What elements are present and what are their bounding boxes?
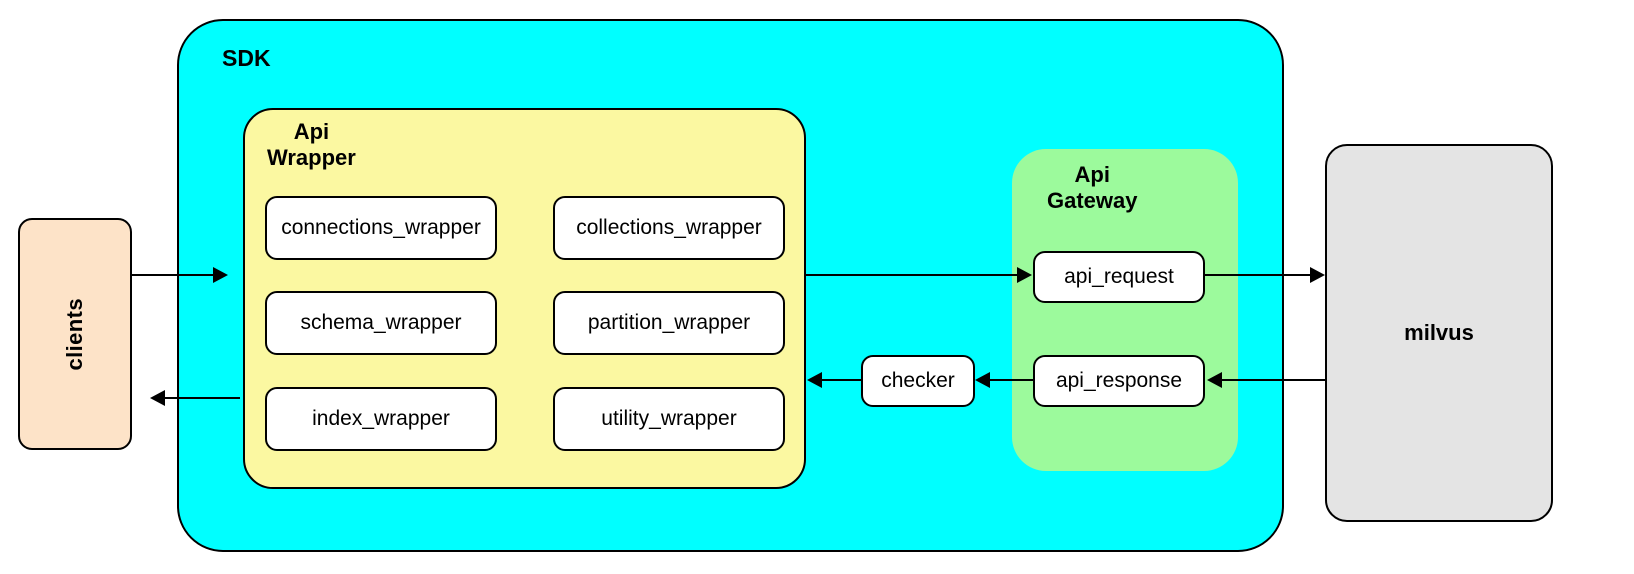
sdk-label: SDK [222,45,271,71]
arrowhead-checker-to-api-wrapper [807,372,822,388]
index-wrapper-label: index_wrapper [312,407,450,430]
api-wrapper-label: Api Wrapper [267,119,356,170]
api-request-label: api_request [1064,265,1174,288]
checker-label: checker [881,369,955,392]
api-response-label: api_response [1055,369,1183,392]
api-gateway-label: Api Gateway [1047,162,1138,213]
milvus-label: milvus [1404,320,1474,345]
schema-wrapper-box[interactable]: schema_wrapper [265,291,497,355]
arrowhead-api-request-to-milvus [1310,267,1325,283]
edge-api-wrapper-to-api-request [806,274,1018,276]
arrowhead-api-wrapper-to-api-request [1017,267,1032,283]
utility-wrapper-box[interactable]: utility_wrapper [553,387,785,451]
edge-api-response-to-checker [990,379,1033,381]
edge-clients-to-api-wrapper [132,274,214,276]
edge-api-wrapper-to-clients [165,397,240,399]
partition-wrapper-label: partition_wrapper [587,311,751,334]
checker-box[interactable]: checker [861,355,975,407]
api-gateway-container[interactable]: Api Gateway [1012,149,1238,471]
edge-api-request-to-milvus [1205,274,1311,276]
connections-wrapper-label: connections_wrapper [281,216,481,239]
arrowhead-api-wrapper-to-clients [150,390,165,406]
arrowhead-milvus-to-api-response [1207,372,1222,388]
milvus-box[interactable]: milvus [1325,144,1553,522]
schema-wrapper-label: schema_wrapper [300,311,462,334]
edge-checker-to-api-wrapper [822,379,861,381]
collections-wrapper-box[interactable]: collections_wrapper [553,196,785,260]
clients-box[interactable]: clients [18,218,132,450]
api-response-box[interactable]: api_response [1033,355,1205,407]
arrowhead-clients-to-api-wrapper [213,267,228,283]
connections-wrapper-box[interactable]: connections_wrapper [265,196,497,260]
api-request-box[interactable]: api_request [1033,251,1205,303]
partition-wrapper-box[interactable]: partition_wrapper [553,291,785,355]
edge-milvus-to-api-response [1222,379,1325,381]
utility-wrapper-label: utility_wrapper [601,407,737,430]
clients-label: clients [62,297,87,371]
collections-wrapper-label: collections_wrapper [576,216,762,239]
index-wrapper-box[interactable]: index_wrapper [265,387,497,451]
arrowhead-api-response-to-checker [975,372,990,388]
